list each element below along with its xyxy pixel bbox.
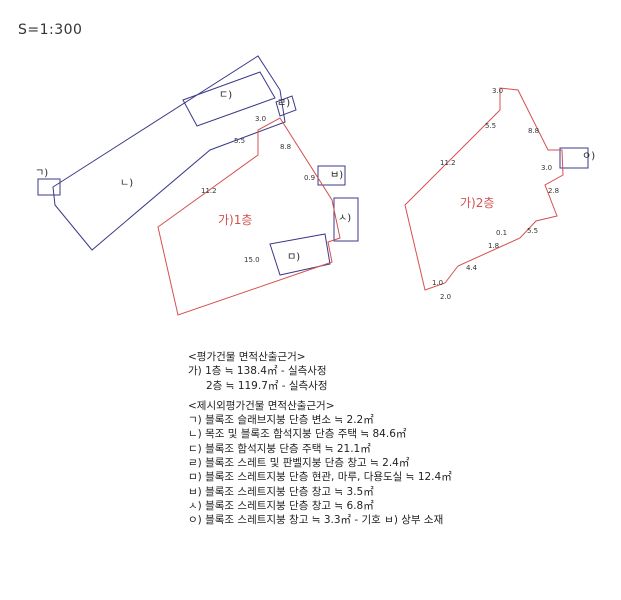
outbuilding-g-label: ㅅ): [338, 213, 351, 224]
outbuilding-e-outline: [269, 233, 331, 276]
outbuilding-h-label: ㅇ): [582, 151, 595, 162]
outbuilding-e-label: ㅁ): [287, 252, 300, 263]
floor1-dim-5: 15.0: [244, 256, 260, 264]
floor1-dim-6: 0.9: [304, 174, 315, 182]
outbuilding-d-outline: [275, 95, 297, 117]
floor1-dim-4: 11.2: [201, 187, 217, 195]
floor1-dim-3: 8.8: [280, 143, 291, 151]
notes-item: ㄹ) 블록조 스레트 및 판벨지붕 단층 창고 ≒ 2.4㎡: [188, 457, 410, 470]
floor1-label: 가)1층: [218, 213, 252, 227]
outbuilding-b-outline: [52, 55, 286, 251]
outbuilding-a-label: ㄱ): [35, 168, 48, 179]
floor2-dim-8: 0.1: [496, 229, 507, 237]
floor2-dim-7: 5.5: [527, 227, 538, 235]
floor2-dim-2: 5.5: [485, 122, 496, 130]
outbuilding-b-label: ㄴ): [120, 178, 133, 189]
outbuilding-c-label: ㄷ): [219, 90, 232, 101]
notes-heading-outbuildings: <제시외평가건물 면적산출근거>: [188, 399, 335, 412]
floor2-dim-9: 1.8: [488, 242, 499, 250]
outbuilding-g-outline: [333, 197, 359, 242]
notes-item: ㄱ) 블록조 슬래브지붕 단층 변소 ≒ 2.2㎡: [188, 414, 374, 427]
floor2-dim-6: 2.8: [548, 187, 559, 195]
notes-item: ㄷ) 블록조 함석지붕 단층 주택 ≒ 21.1㎡: [188, 442, 371, 455]
floor2-label: 가)2층: [460, 196, 494, 210]
floor2-dim-12: 2.0: [440, 293, 451, 301]
floor1-dim-2: 5.5: [234, 137, 245, 145]
floor2-dim-4: 11.2: [440, 159, 456, 167]
notes-item: ㄴ) 목조 및 블록조 함석지붕 단층 주택 ≒ 84.6㎡: [188, 428, 407, 441]
floor1-outline: [157, 117, 341, 316]
floor2-outline: [404, 87, 564, 291]
notes-item: ㅁ) 블록조 스레트지붕 단층 현관, 마루, 다용도실 ≒ 12.4㎡: [188, 471, 452, 484]
notes-item: ㅇ) 블록조 스레트지붕 창고 ≒ 3.3㎡ - 기호 ㅂ) 상부 소재: [188, 514, 444, 527]
outbuilding-f-label: ㅂ): [330, 170, 343, 181]
floor2-dim-10: 4.4: [466, 264, 478, 272]
floor2-dim-1: 3.0: [492, 87, 503, 95]
outbuilding-h-outline: [559, 147, 589, 169]
notes-floor1-area: 가) 1층 ≒ 138.4㎡ - 실측사정: [188, 365, 327, 378]
area-notes: <평가건물 면적산출근거> 가) 1층 ≒ 138.4㎡ - 실측사정 2층 ≒…: [188, 350, 452, 528]
floor2-dim-3: 8.8: [528, 127, 539, 135]
notes-item: ㅂ) 블록조 스레트지붕 단층 창고 ≒ 3.5㎡: [188, 485, 374, 498]
notes-item: ㅅ) 블록조 스레트지붕 단층 창고 ≒ 6.8㎡: [188, 499, 374, 512]
floor2-dim-5: 3.0: [541, 164, 552, 172]
outbuilding-a-outline: [37, 178, 61, 196]
scale-label: S=1:300: [18, 22, 83, 38]
outbuilding-c-outline: [182, 71, 276, 127]
notes-heading-building: <평가건물 면적산출근거>: [188, 351, 306, 363]
notes-floor2-area: 2층 ≒ 119.7㎡ - 실측사정: [206, 379, 328, 392]
outbuilding-d-label: ㄹ): [277, 98, 290, 109]
floor1-dim-1: 3.0: [255, 115, 266, 123]
floor2-dim-11: 1.0: [432, 279, 443, 287]
